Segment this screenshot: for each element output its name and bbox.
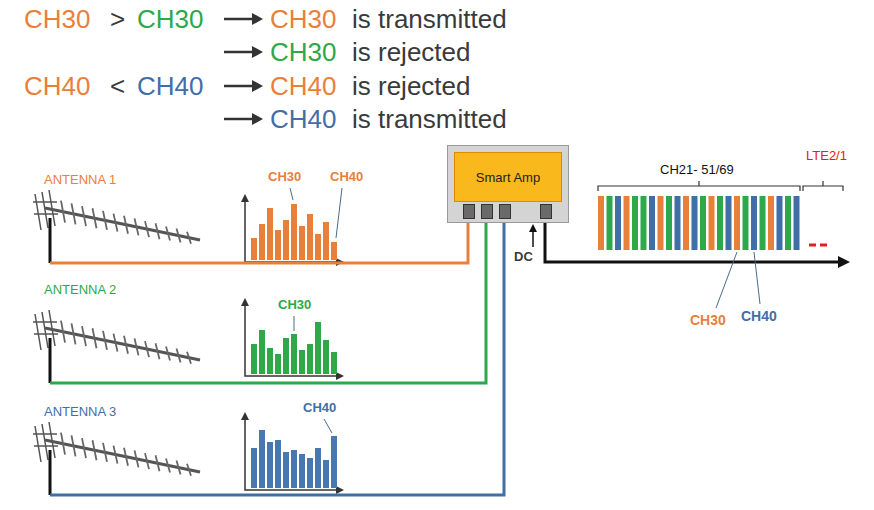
channel-label: CH21- 51/69: [660, 163, 734, 178]
rule-text: is rejected: [352, 37, 471, 67]
rule-text: CH30: [24, 4, 90, 34]
rule-text: >: [110, 4, 125, 34]
spectrum-bars: [254, 430, 334, 488]
rule-text: CH40: [270, 104, 336, 134]
amplifier-box: Smart Amp: [447, 145, 569, 223]
yagi-antenna: [33, 310, 200, 383]
channel-label: CH40: [330, 170, 363, 185]
antenna-label: ANTENNA 3: [44, 404, 116, 419]
axis-head: [838, 256, 850, 268]
antenna-unit: ANTENNA 3: [35, 402, 210, 495]
antenna-label: ANTENNA 1: [44, 172, 116, 187]
lte-marks: [809, 244, 827, 247]
axis-head: [241, 412, 249, 420]
dc-arrow-head: [529, 224, 537, 232]
leader-line: [324, 419, 332, 433]
axis-head: [336, 372, 344, 380]
rule-text: is transmitted: [352, 104, 507, 134]
channel-label: CH40: [741, 308, 777, 324]
port: [499, 204, 511, 219]
coax-cable: [50, 223, 504, 495]
arrow-head: [252, 80, 263, 92]
rule-text: CH40: [137, 71, 203, 101]
yagi-antenna: [33, 190, 200, 263]
arrow-head: [252, 113, 263, 125]
spectrum-bars: [254, 204, 334, 260]
leader-line: [290, 188, 342, 238]
arrow-line: [224, 19, 254, 119]
rule-text: is rejected: [352, 71, 471, 101]
channel-bars: [610, 196, 789, 250]
amp-panel: Smart Amp: [454, 152, 562, 202]
channel-label: CH30: [268, 170, 301, 185]
rule-text: CH40: [270, 71, 336, 101]
rule-arrows: [224, 13, 263, 125]
dc-arrow: [532, 230, 534, 247]
yagi-antenna: [33, 422, 200, 495]
port: [481, 204, 493, 219]
axis-head: [241, 194, 249, 202]
rule-text: <: [110, 71, 125, 101]
leader-line: [294, 316, 295, 331]
bracket: [598, 181, 800, 191]
rule-text: CH30: [270, 37, 336, 67]
bracket: [803, 181, 843, 191]
rule-text: CH40: [24, 71, 90, 101]
channel-label: CH40: [303, 401, 336, 416]
channel-label: CH30: [278, 298, 311, 313]
port: [540, 204, 552, 219]
rule-text: CH30: [270, 4, 336, 34]
coax-cable: [50, 223, 468, 263]
leader-line: [716, 252, 760, 308]
axis-head: [241, 298, 249, 306]
antenna-unit: ANTENNA 1: [35, 170, 210, 263]
channel-label: DC: [514, 250, 533, 265]
rule-text: CH30: [137, 4, 203, 34]
antenna-unit: ANTENNA 2: [35, 280, 210, 383]
port: [463, 204, 475, 219]
amp-title: Smart Amp: [476, 170, 540, 185]
channel-label: LTE2/1: [806, 149, 847, 164]
coax-cable: [50, 223, 486, 383]
chart-axis: [245, 200, 340, 262]
rule-text: is transmitted: [352, 4, 507, 34]
chart-axis: [245, 304, 340, 376]
channel-label: CH30: [690, 312, 726, 328]
channel-bars: [618, 196, 797, 250]
antenna-label: ANTENNA 2: [44, 282, 116, 297]
arrow-head: [252, 46, 263, 58]
chart-axis: [245, 418, 340, 490]
axis-head: [336, 486, 344, 494]
arrow-head: [252, 13, 263, 25]
